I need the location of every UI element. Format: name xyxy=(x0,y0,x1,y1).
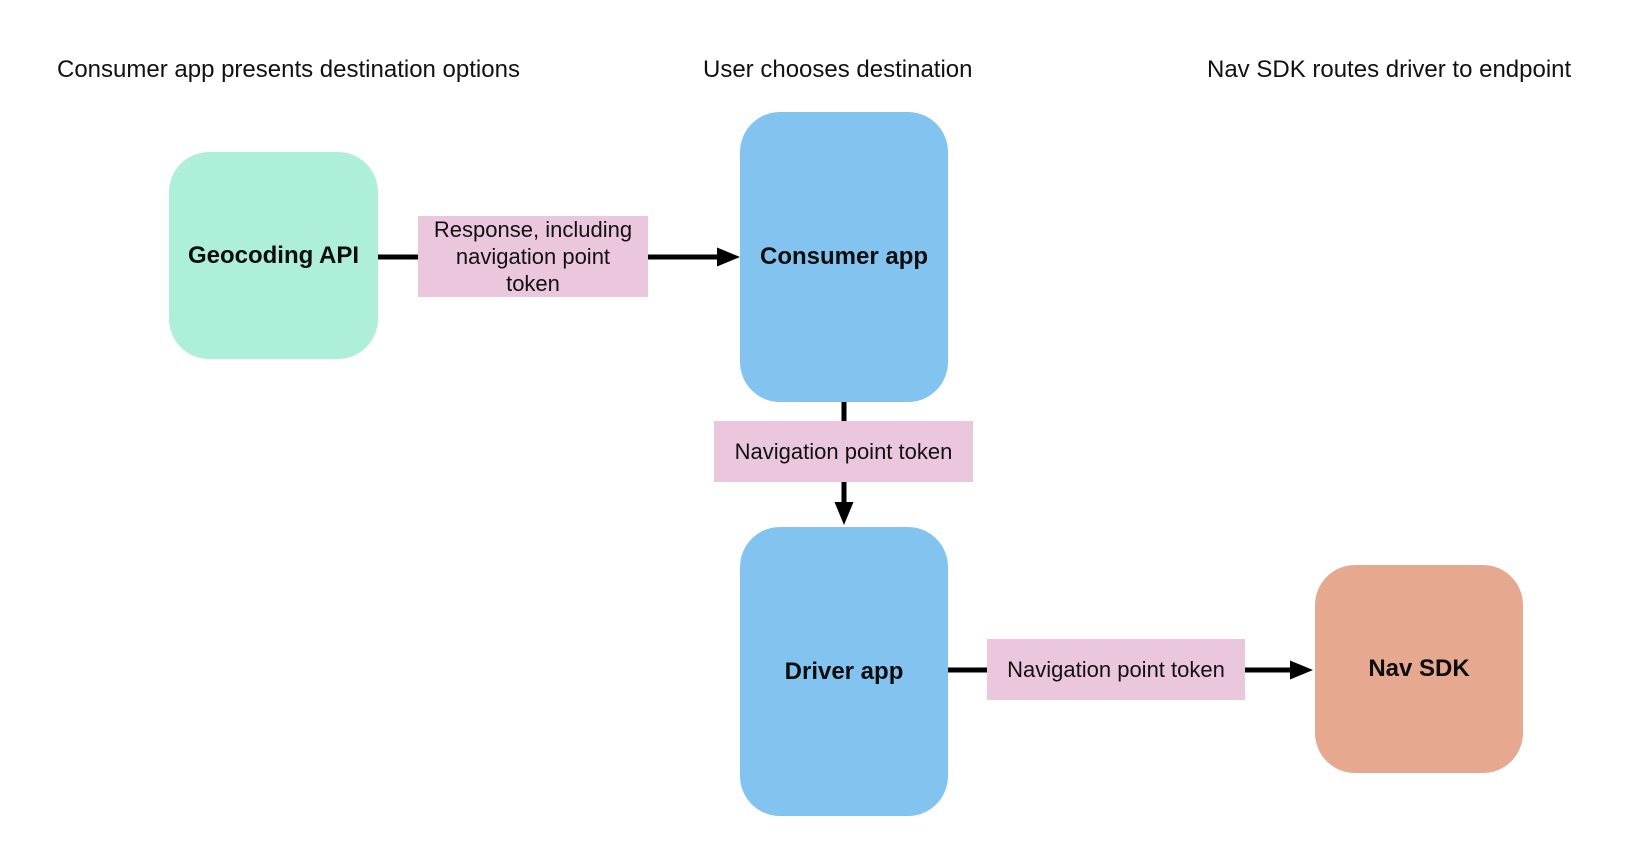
node-label-nav-sdk: Nav SDK xyxy=(1368,655,1470,682)
column-header-user-chooses: User chooses destination xyxy=(703,56,973,83)
node-geocoding-api: Geocoding API xyxy=(169,152,378,359)
node-label-geocoding-api: Geocoding API xyxy=(187,241,360,269)
edge-label-navigation-point-token-1: Navigation point token xyxy=(714,421,973,482)
node-nav-sdk: Nav SDK xyxy=(1315,565,1523,773)
node-label-driver-app: Driver app xyxy=(784,657,904,685)
edge-label-response-including-token: Response, including navigation point tok… xyxy=(418,216,648,297)
edge-label-navigation-point-token-2: Navigation point token xyxy=(987,639,1245,700)
node-consumer-app: Consumer app xyxy=(740,112,948,402)
node-driver-app: Driver app xyxy=(740,527,948,816)
node-label-consumer-app: Consumer app xyxy=(759,243,929,270)
column-header-navsdk-routes: Nav SDK routes driver to endpoint xyxy=(1207,56,1572,83)
column-header-consumer-presents: Consumer app presents destination option… xyxy=(57,56,520,83)
